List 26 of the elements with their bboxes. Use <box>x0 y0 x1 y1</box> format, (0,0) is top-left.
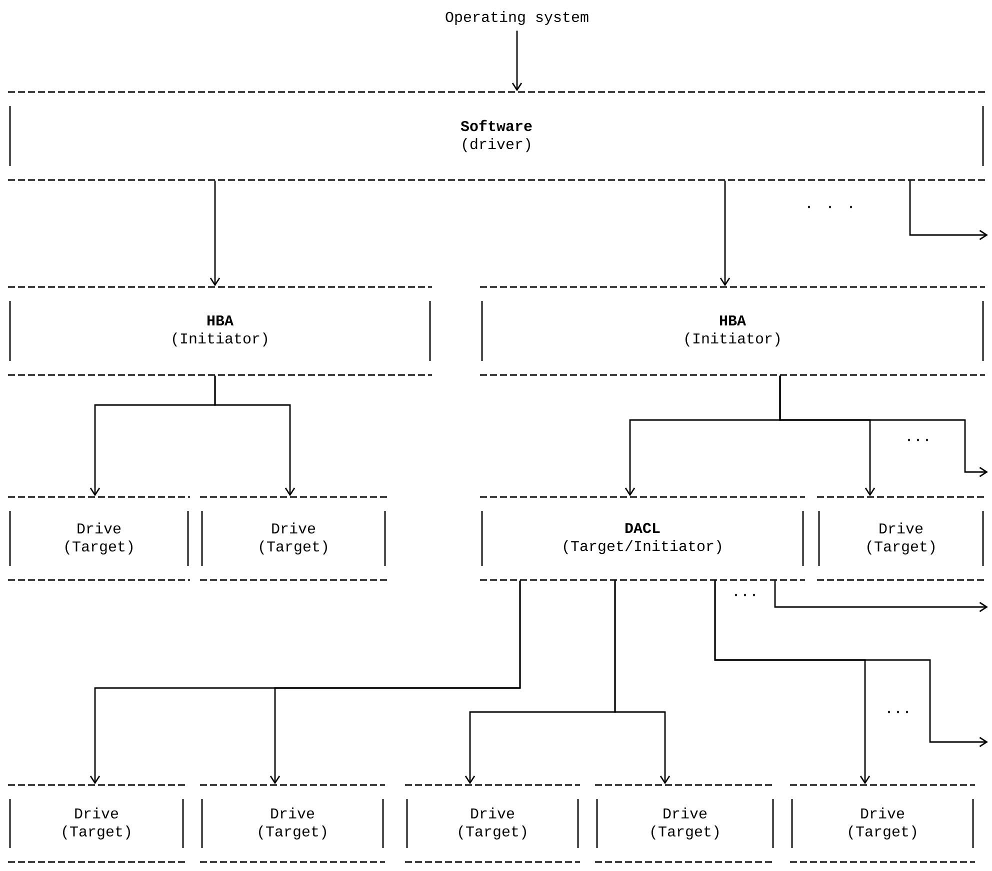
arrow <box>779 376 988 478</box>
process-box: HBA (Initiator) <box>480 286 985 376</box>
ellipsis-label: ... <box>908 438 928 442</box>
process-box: Drive (Target) <box>8 496 190 581</box>
process-box: HBA (Initiator) <box>8 286 432 376</box>
arrow <box>714 580 988 748</box>
process-box: Drive (Target) <box>817 496 985 581</box>
arrow <box>909 180 988 240</box>
process-box: Drive (Target) <box>8 784 185 863</box>
process-box: Drive (Target) <box>405 784 580 863</box>
process-box: DACL (Target/Initiator) <box>480 496 805 581</box>
process-box: Drive (Target) <box>200 784 385 863</box>
process-box: Software (driver) <box>8 91 985 181</box>
ellipsis-label: . . . <box>808 206 852 208</box>
arrow <box>720 180 730 286</box>
process-box: Drive (Target) <box>200 496 387 581</box>
process-box: Drive (Target) <box>790 784 976 863</box>
arrow <box>270 580 521 784</box>
ellipsis-label: ... <box>888 710 908 714</box>
arrow <box>512 30 522 92</box>
arrow <box>614 580 670 784</box>
arrow <box>774 580 988 612</box>
arrow <box>214 376 296 496</box>
arrow <box>210 180 220 286</box>
process-box: Drive (Target) <box>595 784 775 863</box>
bare-label: Operating system <box>446 11 588 25</box>
